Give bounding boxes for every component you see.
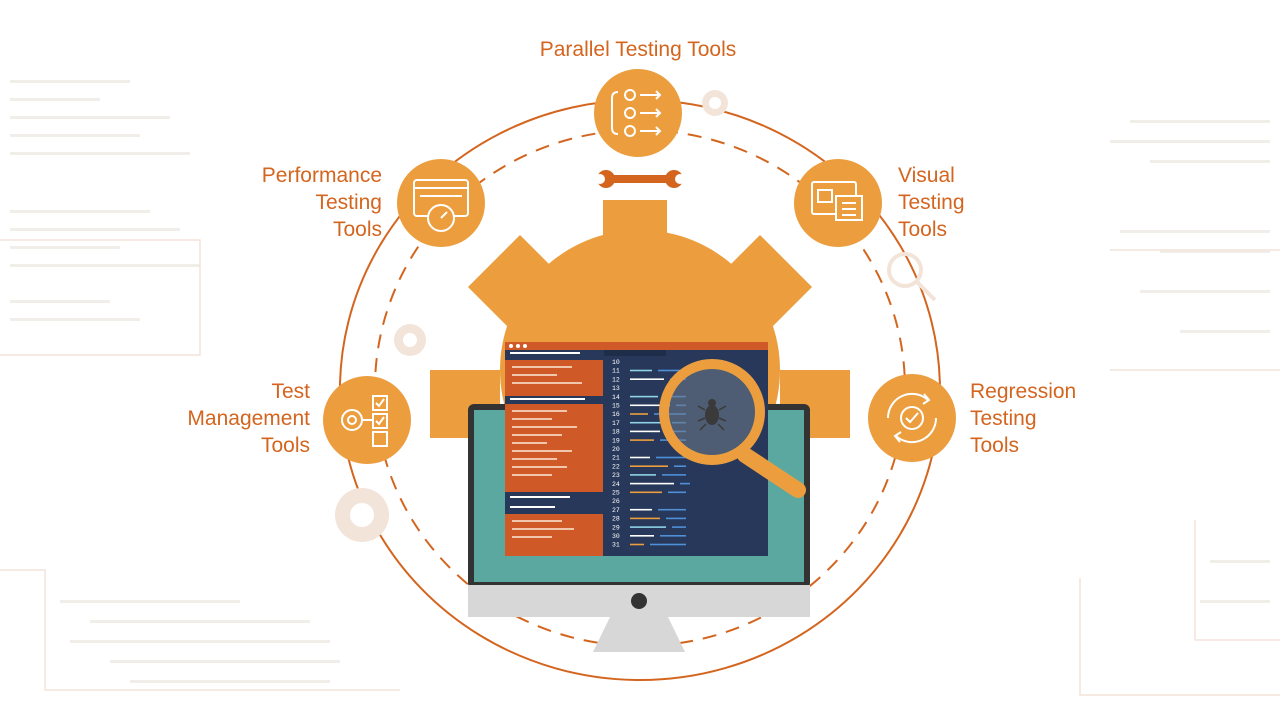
code-stroke bbox=[630, 526, 666, 528]
code-stroke bbox=[630, 430, 660, 433]
code-stroke bbox=[666, 517, 686, 520]
line-number: 30 bbox=[612, 533, 620, 540]
line-number: 23 bbox=[612, 472, 620, 479]
code-stroke bbox=[630, 482, 674, 485]
node-performance bbox=[397, 159, 485, 247]
code-stroke bbox=[680, 482, 690, 485]
code-stroke bbox=[630, 421, 666, 424]
label-test-management-tools: Test Management Tools bbox=[160, 378, 310, 459]
line-number: 12 bbox=[612, 376, 620, 383]
label-line: Testing bbox=[315, 191, 382, 214]
label-line: Test bbox=[271, 380, 310, 403]
code-stroke bbox=[630, 456, 650, 459]
line-number: 26 bbox=[612, 498, 620, 505]
code-stroke bbox=[630, 491, 662, 494]
magnifier-icon bbox=[659, 359, 806, 498]
code-stroke bbox=[668, 491, 686, 494]
line-number: 14 bbox=[612, 394, 620, 401]
label-line: Regression bbox=[970, 380, 1077, 403]
line-number: 16 bbox=[612, 411, 620, 418]
line-number: 18 bbox=[612, 429, 620, 436]
label-parallel-testing-tools: Parallel Testing Tools bbox=[520, 36, 756, 63]
code-stroke bbox=[630, 535, 654, 537]
node-management bbox=[323, 376, 411, 464]
line-number: 25 bbox=[612, 490, 620, 497]
line-number: 29 bbox=[612, 524, 620, 531]
label-performance-testing-tools: Performance Testing Tools bbox=[222, 162, 382, 243]
label-line: Tools bbox=[332, 218, 382, 241]
code-stroke bbox=[630, 413, 648, 415]
code-stroke bbox=[630, 508, 652, 511]
label-line: Testing bbox=[898, 191, 965, 214]
code-stroke bbox=[650, 543, 686, 546]
layout-checklist-icon bbox=[811, 181, 863, 221]
code-stroke bbox=[630, 439, 654, 441]
small-gear-icon bbox=[394, 324, 426, 356]
line-number: 19 bbox=[612, 437, 620, 444]
code-stroke bbox=[630, 404, 670, 407]
code-stroke bbox=[662, 474, 686, 476]
label-line: Testing bbox=[970, 407, 1037, 430]
code-stroke bbox=[630, 543, 644, 546]
parallel-flow-icon bbox=[611, 89, 662, 137]
code-stroke bbox=[660, 535, 686, 537]
label-line: Tools bbox=[260, 434, 310, 457]
line-number: 24 bbox=[612, 481, 620, 488]
code-stroke bbox=[630, 465, 668, 467]
code-stroke bbox=[672, 526, 686, 528]
line-number: 17 bbox=[612, 420, 620, 427]
line-number: 10 bbox=[612, 359, 620, 366]
line-numbers: 1011121314151617181920212223242526272829… bbox=[612, 359, 620, 549]
node-visual bbox=[794, 159, 882, 247]
code-stroke bbox=[674, 465, 686, 467]
line-number: 20 bbox=[612, 446, 620, 453]
code-stroke bbox=[656, 456, 686, 459]
label-line: Tools bbox=[898, 218, 948, 241]
gear-checklist-icon bbox=[341, 395, 388, 447]
magnifier-outline-icon bbox=[887, 252, 937, 302]
line-number: 22 bbox=[612, 463, 620, 470]
label-line: Management bbox=[187, 407, 310, 430]
large-gear-icon bbox=[335, 488, 389, 542]
line-number: 31 bbox=[612, 542, 620, 549]
code-stroke bbox=[630, 517, 660, 520]
code-stroke bbox=[630, 395, 658, 398]
line-number: 13 bbox=[612, 385, 620, 392]
background-decoration bbox=[10, 80, 1270, 683]
background-frame-lines bbox=[0, 239, 1280, 696]
line-number: 11 bbox=[612, 368, 620, 375]
bug-icon bbox=[697, 399, 727, 431]
label-line: Performance bbox=[261, 164, 382, 187]
code-stroke bbox=[630, 378, 664, 380]
small-gear-icon bbox=[702, 90, 728, 116]
label-line: Parallel Testing Tools bbox=[539, 38, 737, 61]
cycle-gear-icon bbox=[886, 392, 938, 444]
line-number: 15 bbox=[612, 403, 620, 410]
code-stroke bbox=[630, 369, 652, 372]
speedometer-browser-icon bbox=[413, 179, 469, 232]
label-regression-testing-tools: Regression Testing Tools bbox=[970, 378, 1110, 459]
code-stroke bbox=[658, 369, 686, 372]
line-number: 27 bbox=[612, 507, 620, 514]
code-stroke bbox=[630, 474, 656, 476]
code-stroke bbox=[658, 508, 686, 511]
node-regression bbox=[868, 374, 956, 462]
label-line: Visual bbox=[898, 164, 955, 187]
label-line: Tools bbox=[970, 434, 1020, 457]
wrench-icon bbox=[595, 170, 685, 188]
line-number: 21 bbox=[612, 455, 620, 462]
line-number: 28 bbox=[612, 516, 620, 523]
node-parallel bbox=[594, 69, 682, 157]
label-visual-testing-tools: Visual Testing Tools bbox=[898, 162, 1018, 243]
